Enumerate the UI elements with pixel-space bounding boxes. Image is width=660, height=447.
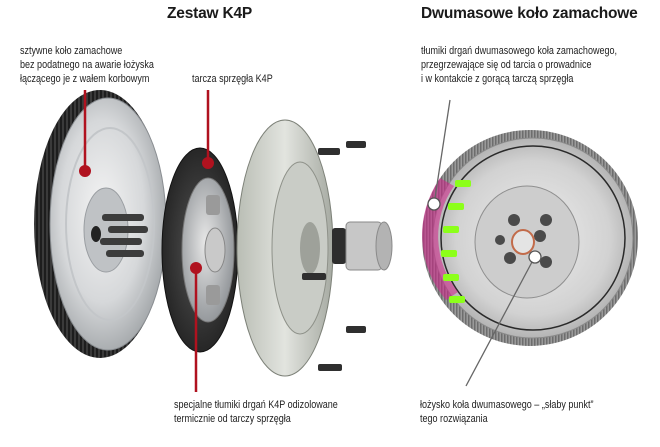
k4p-leaders xyxy=(79,90,214,392)
label-line: tarcza sprzęgła K4P xyxy=(192,73,273,85)
crank-hole xyxy=(91,226,101,242)
leader-dmf-bearing xyxy=(465,261,533,387)
label-line: bez podatnego na awarie łożyska xyxy=(20,59,154,71)
dual-mass-flywheel xyxy=(422,130,638,346)
label-dmf-dampers: tłumiki drgań dwumasowego koła zamachowe… xyxy=(421,44,617,86)
release-bearing xyxy=(332,221,393,271)
marker-clutch-disc xyxy=(202,157,214,169)
label-line: tłumiki drgań dwumasowego koła zamachowe… xyxy=(421,45,618,57)
marker-dmf-dampers xyxy=(427,197,441,211)
marker-rigid-flywheel xyxy=(79,165,91,177)
label-line: tego rozwiązania xyxy=(420,413,488,425)
label-line: sztywne koło zamachowe xyxy=(20,45,123,57)
label-dmf-bearing: łożysko koła dwumasowego – „słaby punkt”… xyxy=(420,398,593,426)
label-clutch-disc: tarcza sprzęgła K4P xyxy=(192,72,273,86)
label-rigid-flywheel: sztywne koło zamachowe bez podatnego na … xyxy=(20,44,154,86)
label-k4p-dampers: specjalne tłumiki drgań K4P odizolowane … xyxy=(174,398,338,426)
damper-spring xyxy=(206,195,220,215)
label-line: przegrzewające się od tarcia o prowadnic… xyxy=(421,59,592,71)
bolts xyxy=(100,214,148,257)
label-line: termicznie od tarczy sprzęgła xyxy=(174,413,291,425)
label-line: i w kontakcie z gorącą tarczą sprzęgła xyxy=(421,73,574,85)
damper-highlights xyxy=(441,180,471,303)
loose-bolts xyxy=(302,141,366,371)
damper-spring xyxy=(206,285,220,305)
rigid-flywheel xyxy=(34,90,167,358)
leader-dmf-dampers xyxy=(434,99,451,199)
dmf-leaders xyxy=(427,99,542,387)
label-line: łączącego je z wałem korbowym xyxy=(20,73,150,85)
marker-dmf-bearing xyxy=(528,250,542,264)
k4p-set-title: Zestaw K4P xyxy=(167,5,253,22)
pressure-plate xyxy=(236,119,334,377)
label-line: łożysko koła dwumasowego – „słaby punkt” xyxy=(420,399,594,411)
marker-k4p-dampers xyxy=(190,262,202,274)
label-line: specjalne tłumiki drgań K4P odizolowane xyxy=(174,399,338,411)
dual-mass-flywheel-title: Dwumasowe koło zamachowe xyxy=(421,5,638,22)
clutch-disc xyxy=(161,147,239,353)
